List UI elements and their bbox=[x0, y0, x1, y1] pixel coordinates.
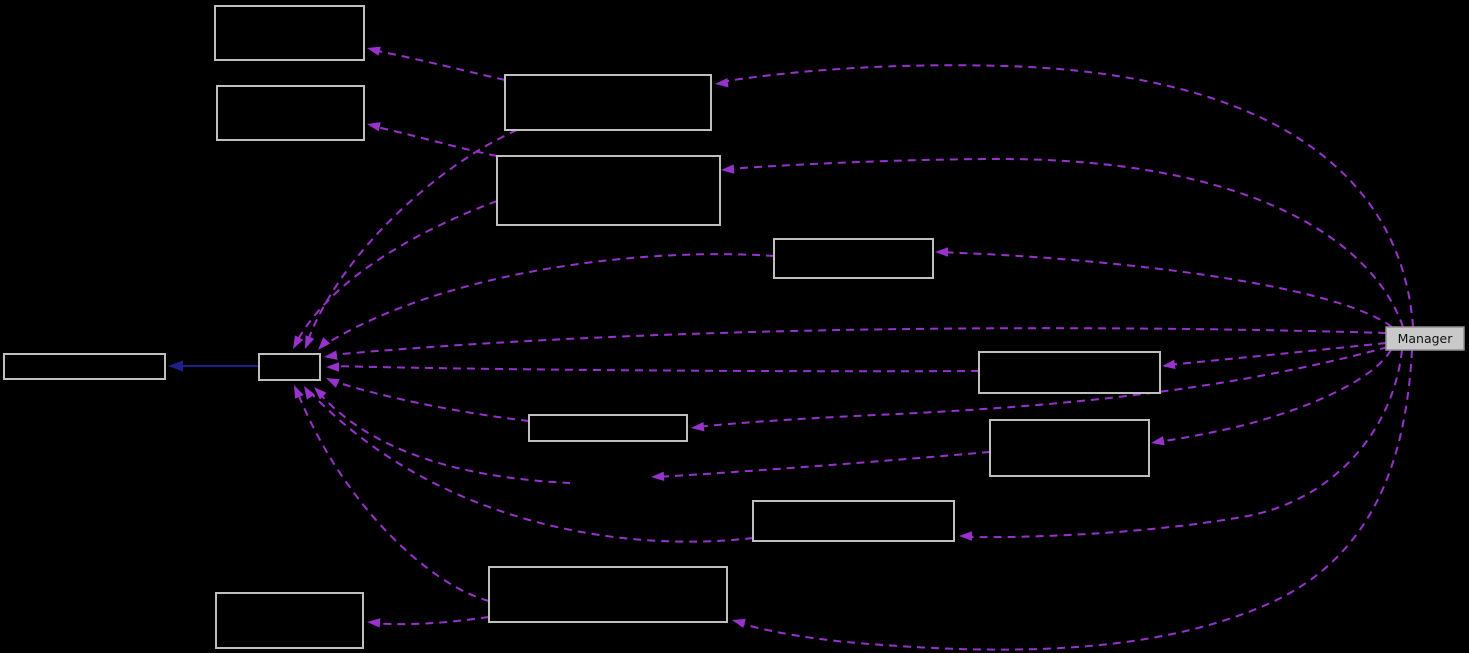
edge-node-center-upper-to-node-top-left-2 bbox=[367, 122, 498, 157]
usage-edge-2 bbox=[332, 365, 980, 373]
arrowhead-icon bbox=[294, 385, 304, 399]
node-bottom-mid-box[interactable] bbox=[752, 500, 955, 542]
node-top-left-2[interactable] bbox=[216, 85, 365, 141]
arrowhead-icon bbox=[1151, 436, 1165, 446]
arrowhead-icon bbox=[732, 618, 746, 628]
arrowhead-icon bbox=[721, 164, 735, 174]
arrowhead-icon bbox=[367, 122, 381, 132]
usage-edge-16 bbox=[940, 251, 1393, 328]
edge-node-manager-to-node-right-1 bbox=[1162, 342, 1387, 370]
arrowhead-icon bbox=[326, 378, 340, 388]
usage-edge-11 bbox=[371, 49, 506, 81]
node-bottom-left[interactable] bbox=[215, 592, 364, 649]
usage-edge-4 bbox=[323, 253, 775, 346]
edge-node-manager-to-node-right-2 bbox=[1151, 349, 1392, 446]
arrowhead-icon bbox=[304, 386, 315, 400]
node-manager-box bbox=[1385, 326, 1465, 351]
edge-node-center-upper-to-node-hub bbox=[293, 200, 498, 349]
edge-node-bottom-mid-to-node-hub bbox=[304, 386, 754, 543]
arrowhead-icon bbox=[959, 531, 972, 541]
node-right-1[interactable] bbox=[978, 351, 1161, 394]
usage-edge-1 bbox=[329, 327, 1387, 356]
node-manager: Manager bbox=[1385, 326, 1465, 351]
edge-node-manager-to-node-center-upper bbox=[721, 157, 1404, 328]
node-top-left-1[interactable] bbox=[214, 5, 365, 61]
node-hub-box[interactable] bbox=[258, 353, 321, 381]
edge-node-right-2-to-edge-stub-point bbox=[651, 451, 991, 482]
usage-edge-13 bbox=[371, 616, 490, 626]
usage-edge-7 bbox=[308, 390, 754, 543]
arrowhead-icon bbox=[326, 362, 339, 372]
node-center-upper[interactable] bbox=[496, 155, 721, 226]
node-small-mid[interactable] bbox=[528, 414, 688, 442]
node-middle-box[interactable] bbox=[773, 238, 934, 279]
arrowhead-icon bbox=[367, 46, 381, 56]
edge-node-manager-to-node-hub bbox=[324, 327, 1387, 360]
usage-edge-10 bbox=[656, 451, 991, 478]
usage-edge-14 bbox=[720, 64, 1414, 328]
usage-edge-12 bbox=[371, 125, 498, 157]
node-middle[interactable] bbox=[773, 238, 934, 279]
node-right-1-box[interactable] bbox=[978, 351, 1161, 394]
edges-layer bbox=[168, 46, 1414, 651]
node-far-left[interactable] bbox=[3, 353, 166, 380]
edge-node-center-top-to-node-hub bbox=[305, 129, 518, 349]
arrowhead-icon bbox=[293, 335, 304, 349]
node-bottom-center-box[interactable] bbox=[488, 566, 728, 623]
node-center-top[interactable] bbox=[504, 74, 712, 131]
arrowhead-icon bbox=[651, 471, 665, 482]
edge-node-center-top-to-node-top-left-1 bbox=[367, 46, 506, 81]
arrowhead-icon bbox=[324, 350, 338, 360]
edge-node-manager-to-node-center-top bbox=[715, 64, 1414, 328]
arrowhead-icon bbox=[691, 421, 705, 432]
arrowhead-icon bbox=[305, 335, 315, 349]
usage-edge-21 bbox=[738, 349, 1413, 651]
arrowhead-icon bbox=[1162, 359, 1176, 370]
node-small-mid-box[interactable] bbox=[528, 414, 688, 442]
node-top-left-1-box[interactable] bbox=[214, 5, 365, 61]
edge-node-manager-to-node-bottom-center bbox=[732, 349, 1413, 651]
node-right-2-box[interactable] bbox=[989, 419, 1150, 477]
arrowhead-icon bbox=[935, 247, 948, 257]
nodes-layer: Manager bbox=[3, 5, 1465, 649]
arrowhead-icon bbox=[715, 77, 729, 88]
node-center-upper-box[interactable] bbox=[496, 155, 721, 226]
usage-edge-9 bbox=[318, 392, 571, 484]
usage-edge-15 bbox=[726, 157, 1404, 328]
usage-edge-17 bbox=[1167, 342, 1387, 366]
node-manager-label: Manager bbox=[1398, 331, 1454, 346]
node-bottom-center[interactable] bbox=[488, 566, 728, 623]
edge-node-small-mid-to-node-hub bbox=[326, 378, 530, 422]
arrowhead-icon bbox=[168, 360, 183, 372]
usage-edge-19 bbox=[696, 346, 1389, 428]
edge-node-manager-to-node-middle bbox=[935, 247, 1393, 328]
usage-edge-5 bbox=[306, 129, 518, 344]
node-far-left-box[interactable] bbox=[3, 353, 166, 380]
arrowhead-icon bbox=[318, 337, 331, 350]
edge-node-bottom-center-to-node-hub bbox=[294, 385, 490, 602]
node-hub[interactable] bbox=[258, 353, 321, 381]
edge-node-manager-to-node-bottom-mid bbox=[959, 349, 1403, 541]
edge-node-middle-to-node-hub bbox=[318, 253, 775, 350]
edge-node-manager-to-node-small-mid bbox=[691, 346, 1389, 432]
node-top-left-2-box[interactable] bbox=[216, 85, 365, 141]
edge-node-right-1-to-node-hub bbox=[326, 362, 980, 373]
usage-edge-18 bbox=[1156, 349, 1392, 443]
arrowhead-icon bbox=[314, 387, 327, 400]
edge-node-hub-to-node-far-left bbox=[168, 360, 259, 372]
edge-node-hub-to-edge-stub-end bbox=[314, 387, 571, 484]
edge-node-bottom-center-to-node-bottom-left bbox=[367, 616, 490, 628]
arrowhead-icon bbox=[367, 618, 381, 628]
usage-edge-6 bbox=[295, 200, 498, 344]
node-center-top-box[interactable] bbox=[504, 74, 712, 131]
usage-edge-3 bbox=[332, 380, 530, 422]
usage-edge-20 bbox=[964, 349, 1403, 539]
node-right-2[interactable] bbox=[989, 419, 1150, 477]
node-bottom-mid[interactable] bbox=[752, 500, 955, 542]
usage-edge-8 bbox=[296, 390, 490, 602]
node-bottom-left-box[interactable] bbox=[215, 592, 364, 649]
